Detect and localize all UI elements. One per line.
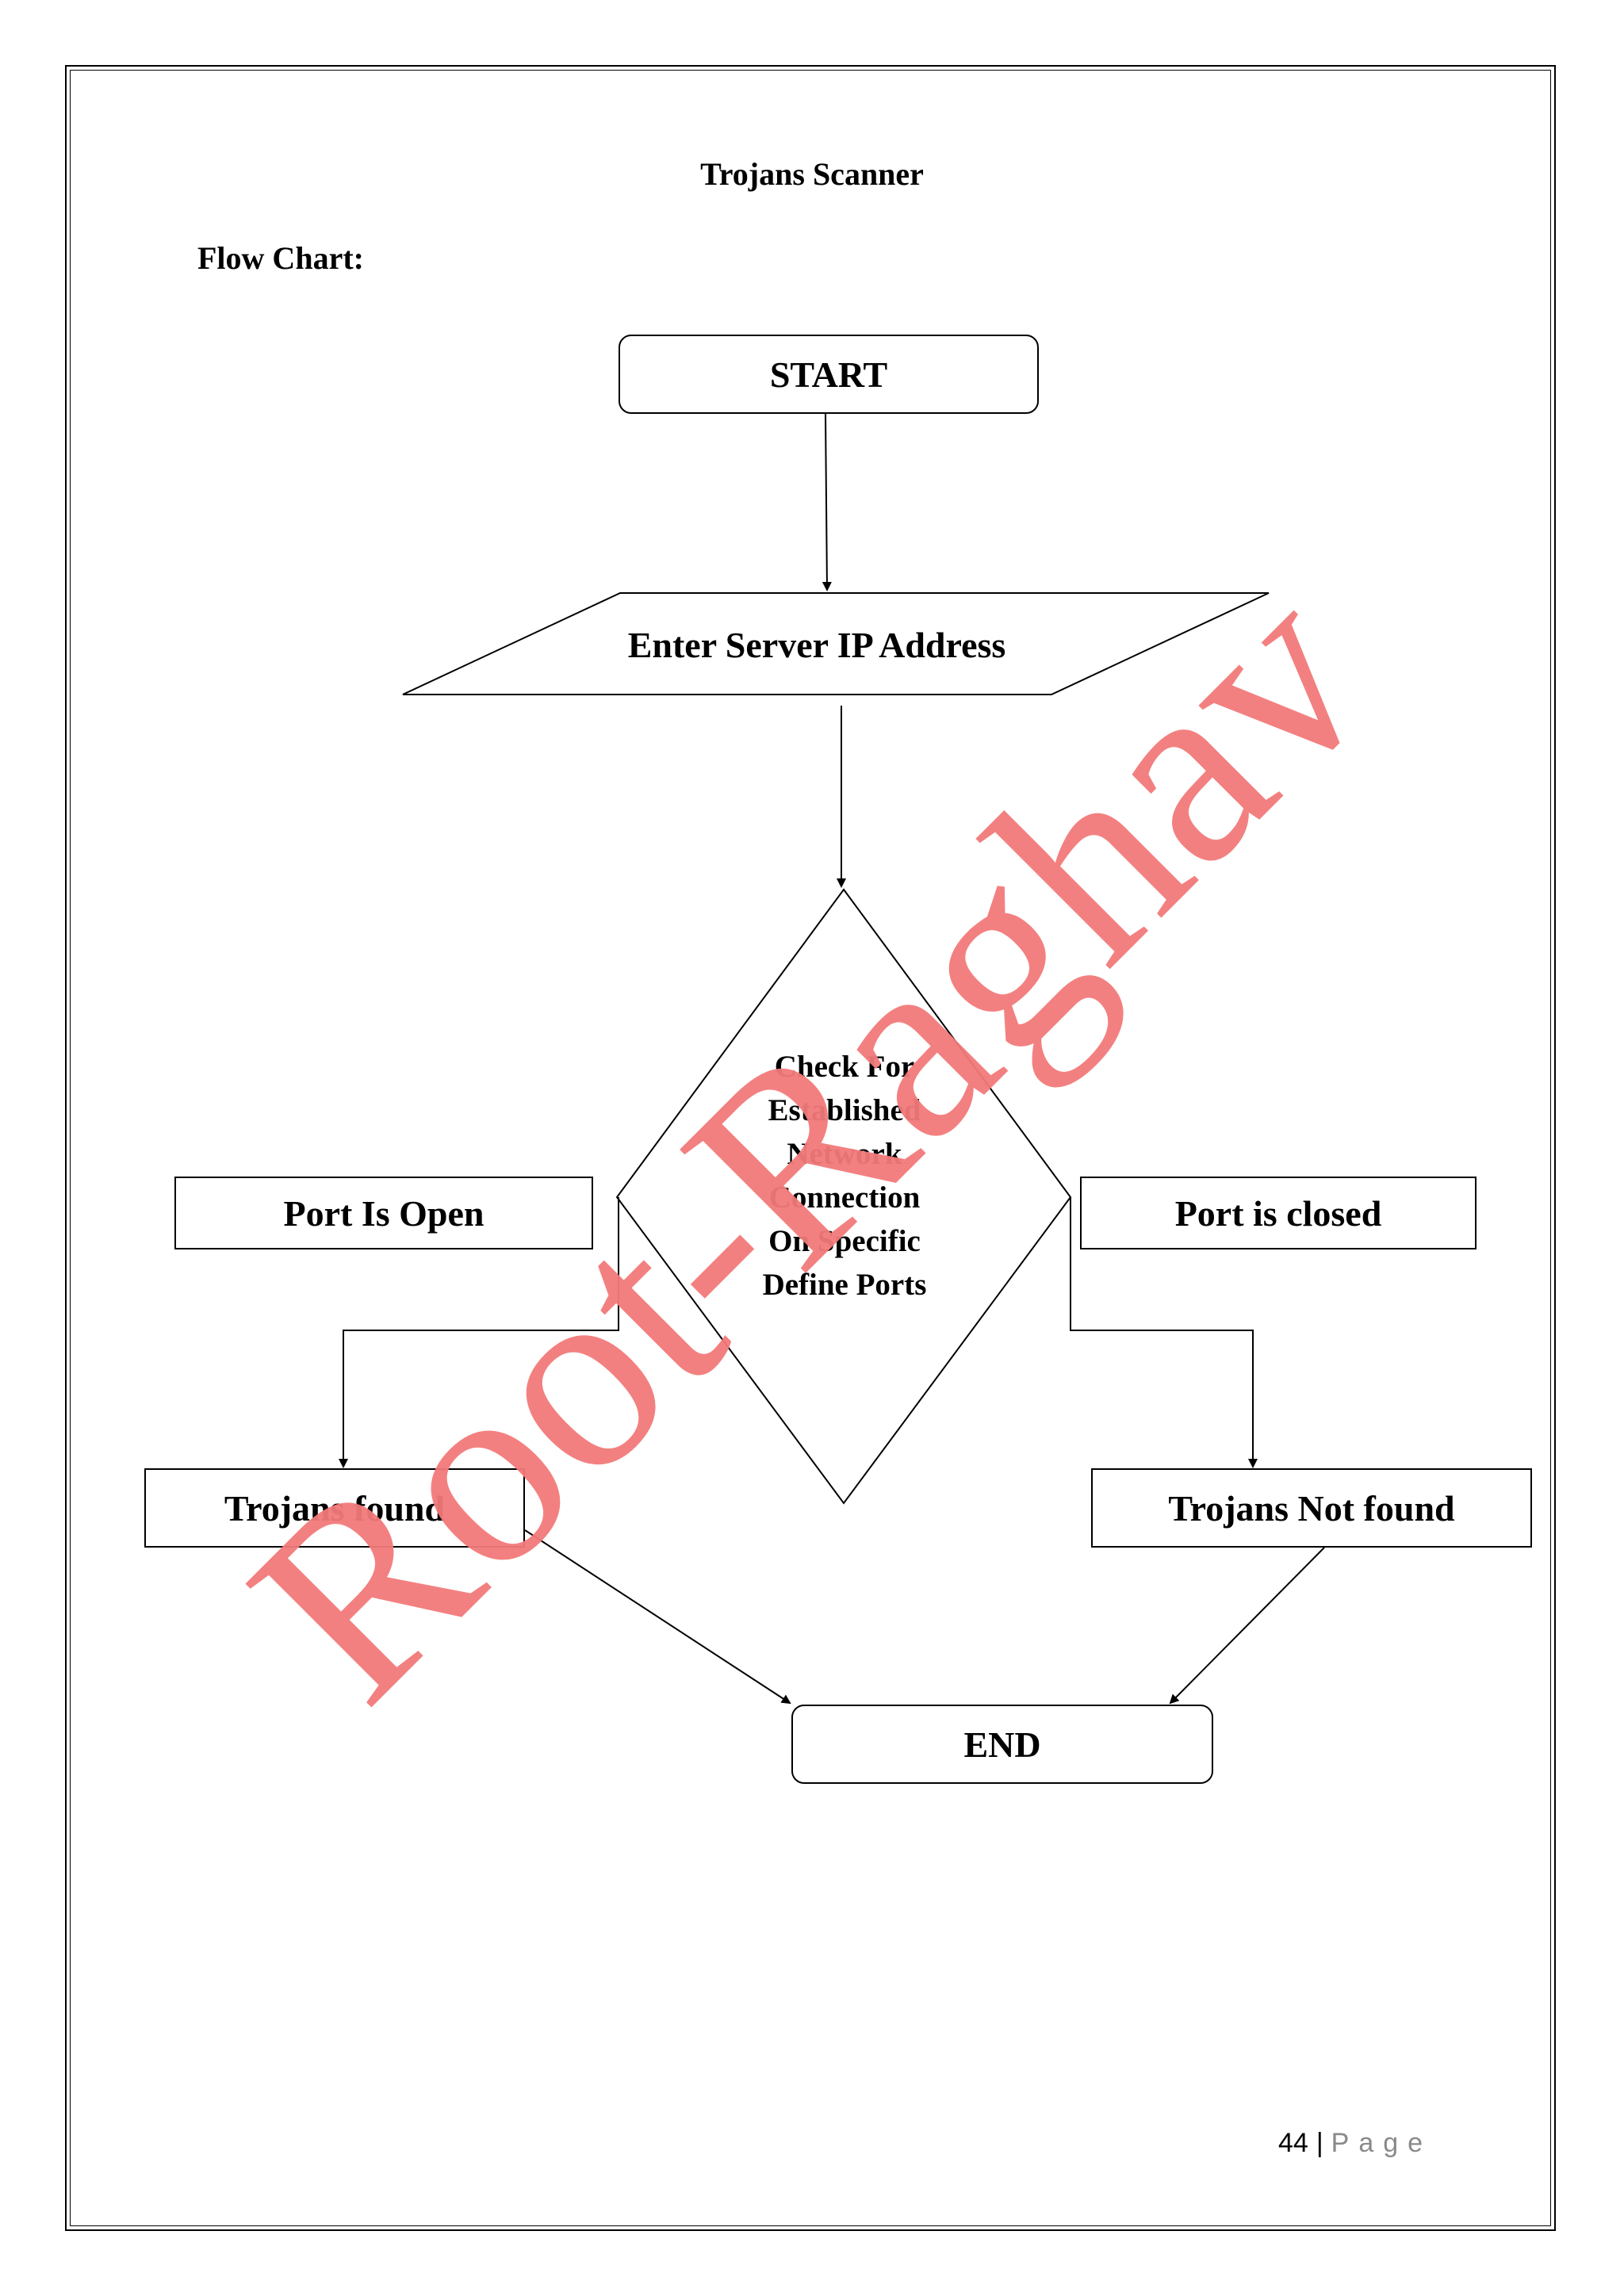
page-border-inner — [70, 70, 1551, 2226]
document-title: Trojans Scanner — [700, 156, 924, 192]
edge-start-input — [822, 413, 832, 591]
trojans-found-label: Trojans found — [224, 1487, 446, 1529]
trojans-not-found-label: Trojans Not found — [1168, 1487, 1455, 1529]
decision-line-6: Define Ports — [762, 1268, 927, 1302]
port-closed-label-box: Port is closed — [1080, 1177, 1477, 1249]
end-node: END — [791, 1705, 1213, 1784]
decision-line-2: Established — [768, 1093, 921, 1127]
footer-page-word: Page — [1331, 2128, 1433, 2158]
page-number: 44 — [1278, 2128, 1308, 2158]
decision-node-shape — [615, 888, 1072, 1505]
trojans-not-found-node: Trojans Not found — [1091, 1468, 1532, 1548]
end-node-label: END — [963, 1724, 1041, 1765]
section-heading: Flow Chart: — [197, 240, 364, 276]
decision-line-5: On Specific — [768, 1224, 921, 1258]
edge-trojans-found-end — [524, 1529, 791, 1705]
input-node-label: Enter Server IP Address — [627, 624, 1006, 665]
port-open-label: Port Is Open — [283, 1192, 485, 1234]
edge-trojans-not-found-end — [1169, 1547, 1325, 1705]
port-open-label-box: Port Is Open — [174, 1177, 593, 1249]
decision-line-3: Network — [787, 1137, 902, 1171]
decision-node-label: Check For Established Network Connection… — [698, 1045, 991, 1307]
port-closed-label: Port is closed — [1174, 1192, 1382, 1234]
page-footer: 44 | Page — [1278, 2128, 1432, 2159]
decision-line-1: Check For — [774, 1050, 915, 1084]
decision-line-4: Connection — [768, 1181, 921, 1215]
start-node-label: START — [769, 354, 888, 395]
edge-decision-trojans-not-found — [1070, 1197, 1258, 1468]
input-node-shape — [402, 592, 1270, 695]
footer-separator: | — [1316, 2128, 1323, 2158]
trojans-found-node: Trojans found — [144, 1468, 525, 1548]
edge-decision-trojans-found — [339, 1197, 619, 1468]
start-node: START — [619, 335, 1039, 414]
page-border — [65, 65, 1556, 2231]
